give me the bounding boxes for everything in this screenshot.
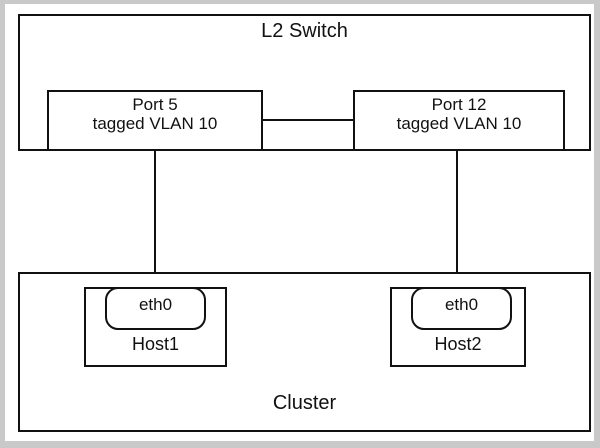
host1-eth0-label: eth0 [138,295,173,314]
host1-eth0-nic [105,287,206,330]
diagram-paper: L2 Switch Port 5 tagged VLAN 10 Port 12 … [5,4,594,441]
port-to-port-link-top-edge [261,119,355,121]
port-12-label-group: Port 12 tagged VLAN 10 [353,95,565,133]
port-to-port-link-bottom-edge [261,149,355,151]
l2-switch-label: L2 Switch [261,20,348,42]
host2-label: Host2 [434,334,482,354]
port-5-box [47,90,263,151]
cluster-label: Cluster [272,392,337,414]
port-5-label-group: Port 5 tagged VLAN 10 [47,95,263,133]
link-port5-to-host1 [154,149,156,289]
port-12-vlan: tagged VLAN 10 [396,114,522,134]
port-5-name: Port 5 [132,95,178,114]
host1-label: Host1 [131,334,180,354]
port-12-name: Port 12 [431,95,487,114]
port-5-vlan: tagged VLAN 10 [92,114,218,134]
host2-eth0-nic [411,287,512,330]
link-port12-to-host2 [456,149,458,289]
port-12-box [353,90,565,151]
host2-eth0-label: eth0 [444,295,479,314]
